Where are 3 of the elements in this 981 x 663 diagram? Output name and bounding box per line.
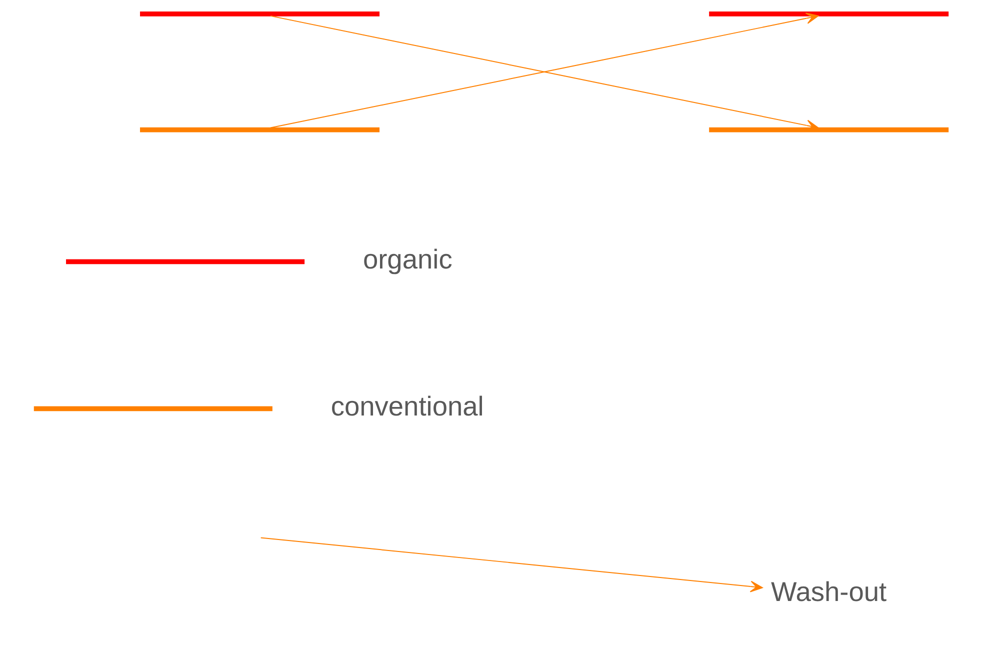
legend-label: conventional <box>330 390 484 422</box>
legend-label: organic <box>362 243 452 274</box>
legend-label: Wash-out <box>770 576 886 607</box>
